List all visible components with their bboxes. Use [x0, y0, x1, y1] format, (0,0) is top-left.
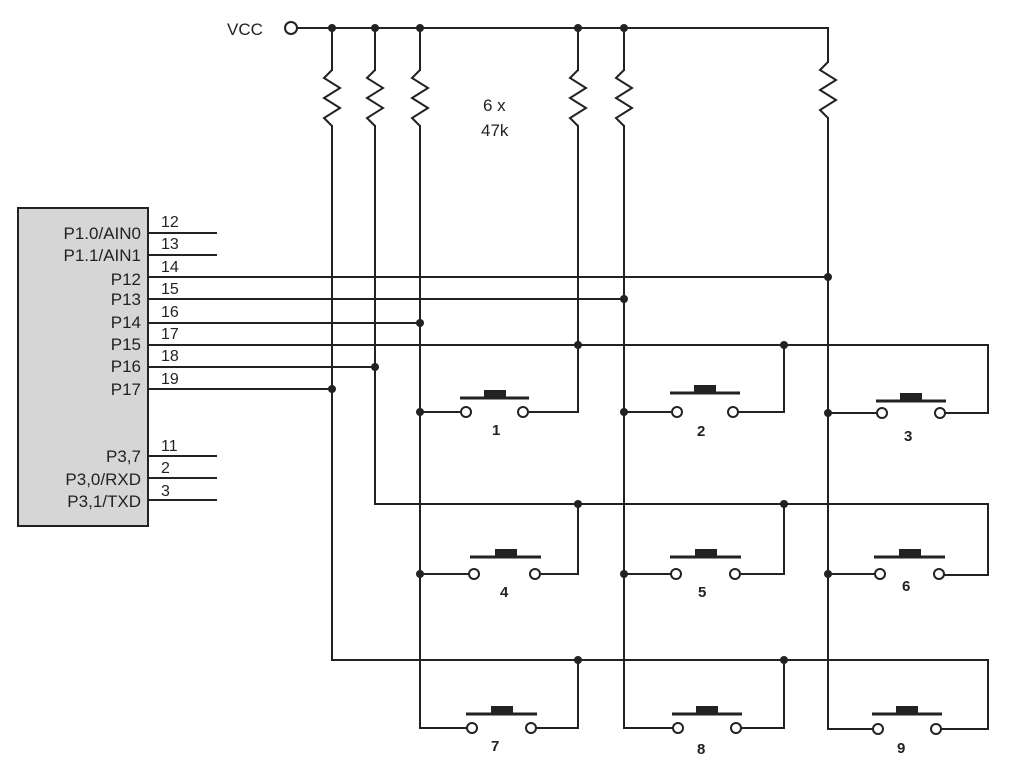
- pin-number: 13: [161, 236, 179, 253]
- resistor-1: [322, 69, 342, 127]
- row3-bus: [331, 659, 989, 730]
- row2-bus: [374, 503, 989, 576]
- chip-pin-numbers: 12 13 14 15 16 17 18 19 11 2 3: [147, 214, 217, 501]
- unused-pin-stubs-port3: [147, 455, 217, 501]
- pin-number: 14: [161, 259, 179, 276]
- pin-name: P17: [111, 380, 141, 399]
- pin-name: P1.1/AIN1: [64, 246, 142, 265]
- resistor-count-label: 6 x: [483, 96, 506, 115]
- pin-number: 3: [161, 483, 170, 500]
- resistor-6: [818, 61, 838, 119]
- pin-number: 16: [161, 304, 179, 321]
- vcc-terminal: [284, 21, 298, 35]
- pin-name: P1.0/AIN0: [64, 224, 142, 243]
- key-4: 4: [416, 503, 579, 601]
- key-label: 6: [902, 578, 910, 595]
- pin-name: P13: [111, 290, 141, 309]
- key-label: 8: [697, 741, 705, 758]
- microcontroller: [17, 207, 149, 527]
- pin-number: 12: [161, 214, 179, 231]
- vcc-rail: [296, 27, 829, 63]
- pin-number: 17: [161, 326, 179, 343]
- pin-number: 11: [161, 438, 178, 455]
- pin-number: 2: [161, 460, 170, 477]
- key-label: 5: [698, 584, 706, 601]
- pin-number: 15: [161, 281, 179, 298]
- unused-pin-stubs: [147, 232, 217, 256]
- pullup-resistors: [322, 27, 838, 729]
- key-5: 5: [620, 503, 785, 601]
- key-7: 7: [419, 659, 579, 755]
- key-label: 4: [500, 584, 509, 601]
- pin-name: P3,7: [106, 447, 141, 466]
- resistor-value-label: 47k: [481, 121, 509, 140]
- pin-name: P15: [111, 335, 141, 354]
- p15-wire: [147, 344, 989, 414]
- key-label: 3: [904, 428, 912, 445]
- pin-name: P3,1/TXD: [67, 492, 141, 511]
- resistor-2: [365, 69, 385, 127]
- pin-number: 19: [161, 371, 179, 388]
- key-6: 6: [824, 549, 945, 595]
- pin-name: P12: [111, 270, 141, 289]
- key-1: 1: [416, 344, 579, 439]
- chip-pin-labels: P1.0/AIN0 P1.1/AIN1 P12 P13 P14 P15 P16 …: [64, 224, 142, 511]
- key-3: 3: [824, 393, 946, 445]
- resistor-4: [568, 69, 588, 127]
- key-label: 9: [897, 740, 905, 757]
- key-9: 9: [827, 706, 942, 757]
- key-label: 7: [491, 738, 499, 755]
- vcc-label: VCC: [227, 20, 263, 39]
- pin-name: P14: [111, 313, 141, 332]
- pin-number: 18: [161, 348, 179, 365]
- resistor-3: [410, 69, 430, 127]
- key-8: 8: [623, 659, 785, 758]
- port-wires: [147, 276, 989, 414]
- key-2: 2: [620, 344, 785, 440]
- key-label: 1: [492, 422, 500, 439]
- pin-name: P16: [111, 357, 141, 376]
- pin-name: P3,0/RXD: [65, 470, 141, 489]
- resistor-5: [614, 69, 634, 127]
- key-label: 2: [697, 423, 705, 440]
